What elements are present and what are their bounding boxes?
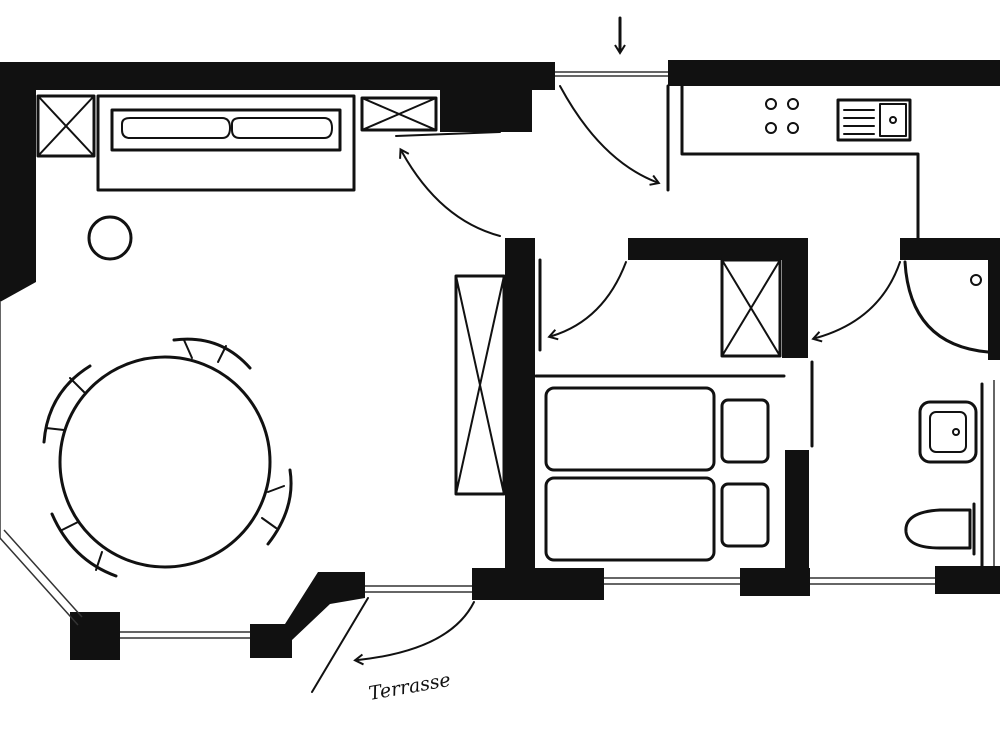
window-bay-diagonal-inner xyxy=(3,529,83,618)
door-swing-entrance xyxy=(559,85,661,186)
chair-left xyxy=(42,364,92,444)
bathroom xyxy=(903,260,990,568)
window-bay-diagonal xyxy=(0,537,79,626)
door-swing-terrace xyxy=(353,601,475,666)
windows xyxy=(0,71,995,639)
door-leaf-terrace xyxy=(311,597,369,693)
kitchen xyxy=(666,84,920,240)
pillow-upper xyxy=(720,398,770,464)
wall-bottom-left-pier xyxy=(70,612,120,660)
side-table xyxy=(87,215,133,261)
wall-bath-top xyxy=(900,238,1000,260)
wall-terrace-angled xyxy=(250,572,365,658)
washbasin xyxy=(918,400,978,464)
shower-drain xyxy=(970,274,982,286)
washbasin-tap xyxy=(952,428,960,436)
door-swing-bedroom xyxy=(547,261,627,341)
chair-top xyxy=(172,337,252,370)
chair-top-legs xyxy=(183,339,227,363)
wall-bottom-mid xyxy=(472,568,604,600)
stove-burner-4 xyxy=(787,122,799,134)
wall-left-corner xyxy=(0,270,36,302)
door-leaf-living xyxy=(395,131,501,137)
wall-bedroom-right-lower xyxy=(785,450,809,580)
bedroom xyxy=(534,258,814,562)
stove-burner-2 xyxy=(787,98,799,110)
toilet xyxy=(904,508,972,550)
kitchen-sink-drain xyxy=(889,116,897,124)
washbasin-bowl xyxy=(929,411,967,453)
stove-burner-3 xyxy=(765,122,777,134)
wardrobe-bedroom xyxy=(720,258,782,358)
living-room xyxy=(36,94,506,578)
kitchen-sink xyxy=(836,98,912,142)
wardrobe-hall xyxy=(454,274,506,496)
wall-bedroom-top xyxy=(628,238,808,260)
wall-bedroom-right xyxy=(782,238,808,358)
wall-partition-left xyxy=(505,238,535,578)
kitchen-sink-drainboard xyxy=(843,109,875,135)
pillow-lower xyxy=(720,482,770,548)
wardrobe-hall-cross-b xyxy=(455,275,505,495)
cabinet-right-cross-b xyxy=(361,97,437,131)
wall-top-right xyxy=(668,60,1000,86)
chair-right xyxy=(266,468,293,546)
wall-top-left-pier xyxy=(440,62,532,132)
sofa-cushion-right xyxy=(231,117,333,139)
cabinet-right xyxy=(360,96,438,132)
bed-upper xyxy=(544,386,716,472)
door-swings xyxy=(311,16,901,693)
chair-bottom xyxy=(50,512,118,578)
door-swing-bathroom xyxy=(811,261,901,343)
bed-lower xyxy=(544,476,716,562)
wardrobe-bedroom-cross-b xyxy=(721,259,781,357)
cabinet-left xyxy=(36,94,96,158)
wall-bottom-right-pier xyxy=(740,568,810,596)
cabinet-left-cross-b xyxy=(37,95,95,157)
door-swing-living xyxy=(399,147,501,237)
sofa xyxy=(96,94,356,192)
dining-table xyxy=(58,355,272,569)
chair-right-legs xyxy=(261,485,285,529)
wall-bottom-far-right xyxy=(935,566,1000,594)
kitchen-sink-basin xyxy=(879,103,907,137)
sofa-cushion-left xyxy=(121,117,231,139)
chair-bottom-legs xyxy=(61,521,103,571)
shower-arc xyxy=(903,260,990,354)
chair-left-legs xyxy=(45,377,85,431)
stove-burner-1 xyxy=(765,98,777,110)
terrace-label: Terrasse xyxy=(367,669,452,705)
wall-bath-right xyxy=(988,240,1000,360)
kitchen-counter xyxy=(680,84,920,240)
walls xyxy=(0,60,1000,660)
wall-left xyxy=(0,62,36,282)
